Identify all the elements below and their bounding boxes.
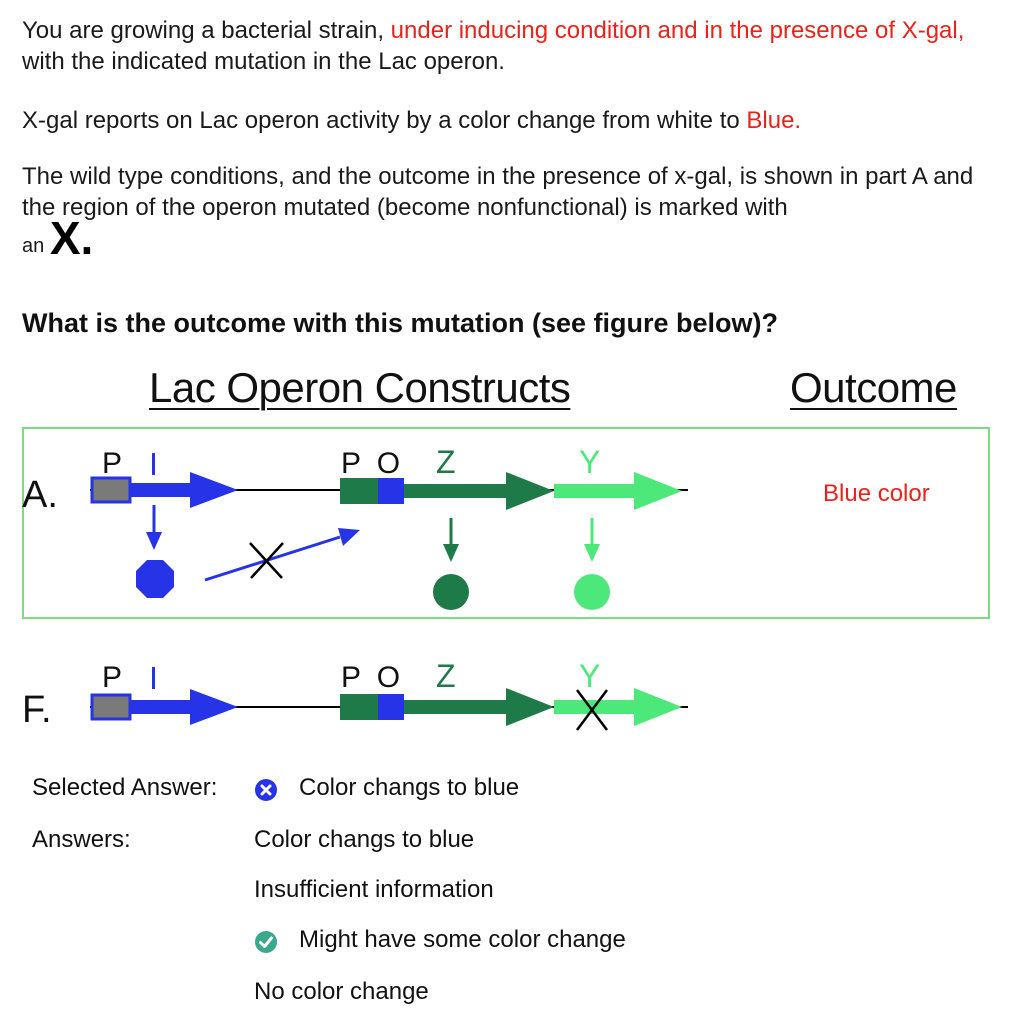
- row-f-label: F.: [22, 689, 52, 731]
- row-a-operator: [378, 478, 404, 504]
- row-f-laci-arrowhead: [190, 689, 238, 725]
- repressor-binding-arrowhead: [338, 528, 360, 546]
- incorrect-x-icon: [255, 779, 277, 801]
- row-a-promoter: [340, 478, 378, 504]
- wildtype-text: The wild type conditions, and the outcom…: [22, 163, 974, 221]
- row-f-lacy-arrowhead: [634, 688, 682, 726]
- blue-word: Blue.: [746, 107, 802, 134]
- row-a-z-label: Z: [436, 444, 456, 480]
- row-f-lacz-bar: [404, 700, 508, 714]
- selected-answer-label: Selected Answer:: [32, 774, 218, 801]
- permease-protein: [574, 574, 610, 610]
- answer-option: No color change: [254, 978, 429, 1005]
- row-a-outcome: Blue color: [823, 480, 930, 507]
- row-a-laci-bar: [130, 483, 192, 497]
- row-a-laci-arrowhead: [190, 472, 238, 508]
- an-text: an: [22, 235, 50, 257]
- intro-paragraph-2: X-gal reports on Lac operon activity by …: [22, 105, 1002, 136]
- intro-paragraph-1: You are growing a bacterial strain, unde…: [22, 15, 1002, 77]
- repressor-binding-arrow: [204, 535, 341, 582]
- answer-option: Insufficient information: [254, 876, 494, 903]
- row-a-po-label: P O: [341, 447, 404, 480]
- row-f-p-label: P: [102, 661, 122, 694]
- lacy-expression-arrowhead: [584, 544, 600, 562]
- figure-title-constructs: Lac Operon Constructs: [149, 364, 571, 411]
- intro-text: You are growing a bacterial strain,: [22, 17, 391, 44]
- row-a-label: A.: [22, 474, 58, 516]
- row-a-p-label: P: [102, 447, 122, 480]
- answer-option: Might have some color change: [299, 926, 626, 953]
- row-a-y-label: Y: [579, 444, 600, 480]
- row-a-lacy-arrowhead: [634, 472, 682, 510]
- intro-red-text: under inducing condition and in the pres…: [390, 17, 965, 44]
- row-f-i-label: [152, 667, 155, 689]
- xgal-text: X-gal reports on Lac operon activity by …: [22, 107, 747, 134]
- laci-expression-arrowhead: [146, 532, 162, 550]
- row-a-box: [22, 427, 990, 619]
- row-f-operator: [378, 694, 404, 720]
- row-a-promoter-i: [90, 476, 132, 504]
- row-f-po-label: P O: [341, 661, 404, 694]
- question-text: What is the outcome with this mutation (…: [22, 308, 779, 338]
- answers-label: Answers:: [32, 826, 131, 853]
- figure-title-outcome: Outcome: [790, 364, 957, 411]
- correct-check-icon: [255, 931, 277, 953]
- row-f-promoter: [340, 694, 378, 720]
- intro-paragraph-3: The wild type conditions, and the outcom…: [22, 161, 1002, 262]
- row-f-laci-bar: [130, 700, 192, 714]
- row-a-lacz-arrowhead: [506, 472, 554, 510]
- lacz-expression-arrowhead: [443, 544, 459, 562]
- row-f-y-label: Y: [579, 658, 600, 694]
- row-a-lacy-bar: [554, 484, 636, 498]
- answer-option: Color changs to blue: [254, 826, 475, 853]
- row-f-promoter-i: [90, 693, 132, 721]
- selected-answer-value: Color changs to blue: [299, 774, 520, 801]
- repressor-protein: [136, 560, 174, 598]
- row-a-i-label: [152, 453, 155, 475]
- row-f-lacz-arrowhead: [506, 688, 554, 726]
- beta-galactosidase-protein: [433, 574, 469, 610]
- row-f-z-label: Z: [436, 658, 456, 694]
- row-a-lacz-bar: [404, 484, 508, 498]
- big-x-mark: X.: [49, 212, 94, 264]
- intro-text-end: with the indicated mutation in the Lac o…: [22, 48, 505, 75]
